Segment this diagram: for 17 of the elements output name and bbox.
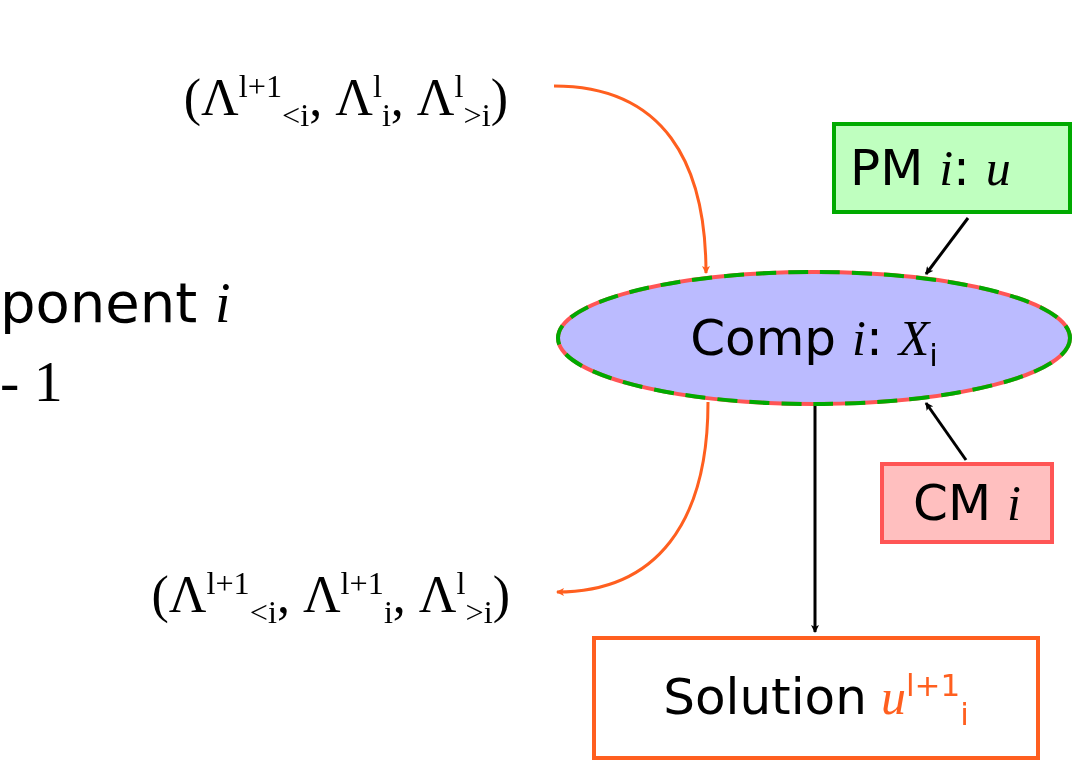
curved-arrow: [553, 84, 710, 274]
slide-text: - 1: [0, 348, 63, 415]
component-ellipse: [556, 270, 1072, 406]
curved-arrow: [556, 401, 710, 596]
arrow: [811, 406, 819, 633]
process-box: [832, 122, 1072, 214]
arrow: [924, 217, 970, 275]
node-label: CM i: [913, 474, 1021, 532]
slide-text: ponent i: [0, 270, 231, 335]
process-box: [880, 462, 1054, 544]
node-label: PM i: u: [850, 139, 1011, 197]
tuple-text: (Λ$^{l+1}$$_{<i}$, Λ$^{l}$$_{i}$, Λ$^{l}$$_{>i}$): [60, 52, 554, 142]
node-label: Solution: [663, 668, 867, 726]
tuple-text: (Λ$^{l+1}$$_{<i}$, Λ$^{l+1}$$_{i}$, Λ$^{l}$$_{>i}$): [20, 548, 556, 640]
arrow: [924, 402, 968, 461]
node-label: Comp i: X$_{i}$: [690, 309, 938, 367]
solution-box: [592, 636, 1040, 760]
